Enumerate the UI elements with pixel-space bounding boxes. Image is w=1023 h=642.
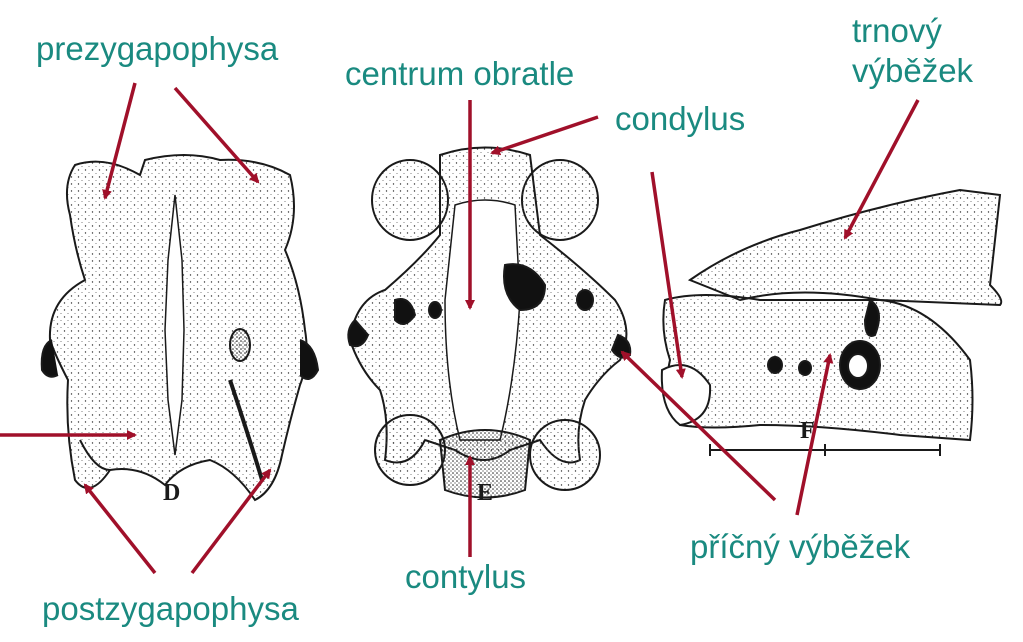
vertebra-ventral-view xyxy=(348,148,630,498)
vertebra-lateral-view xyxy=(662,190,1001,456)
label-condylus: condylus xyxy=(615,100,745,138)
lateral-spinous-process xyxy=(690,190,1001,305)
plate-letter-lateral: F xyxy=(800,418,815,445)
ventral-small-foramen-b xyxy=(429,302,441,318)
ventral-left-foot xyxy=(375,415,445,485)
dorsal-right-process xyxy=(300,340,318,379)
ventral-small-foramen-a xyxy=(577,290,593,310)
vertebra-dorsal-view xyxy=(42,155,318,500)
lateral-foramen-small-b xyxy=(799,361,811,375)
label-pricny-vybezek: příčný výběžek xyxy=(690,528,910,566)
ventral-right-foot xyxy=(530,420,600,490)
lateral-foramen-inner xyxy=(848,354,868,378)
arrow-condylus xyxy=(492,117,598,153)
arrow-postzyg-right xyxy=(192,470,270,573)
label-vybezek: výběžek xyxy=(852,52,973,90)
label-centrum-obratle: centrum obratle xyxy=(345,55,574,93)
arrow-postzyg-left xyxy=(85,485,155,573)
plate-letter-ventral: E xyxy=(477,480,493,507)
ventral-left-condyle xyxy=(372,160,448,240)
label-contylus: contylus xyxy=(405,558,526,596)
label-postzygapophysa: postzygapophysa xyxy=(42,590,299,628)
label-prezygapophysa: prezygapophysa xyxy=(36,30,278,68)
lateral-foramen-small-a xyxy=(768,357,782,373)
dorsal-foramen xyxy=(230,329,250,361)
label-trnovy: trnový xyxy=(852,12,942,50)
plate-letter-dorsal: D xyxy=(163,480,180,507)
